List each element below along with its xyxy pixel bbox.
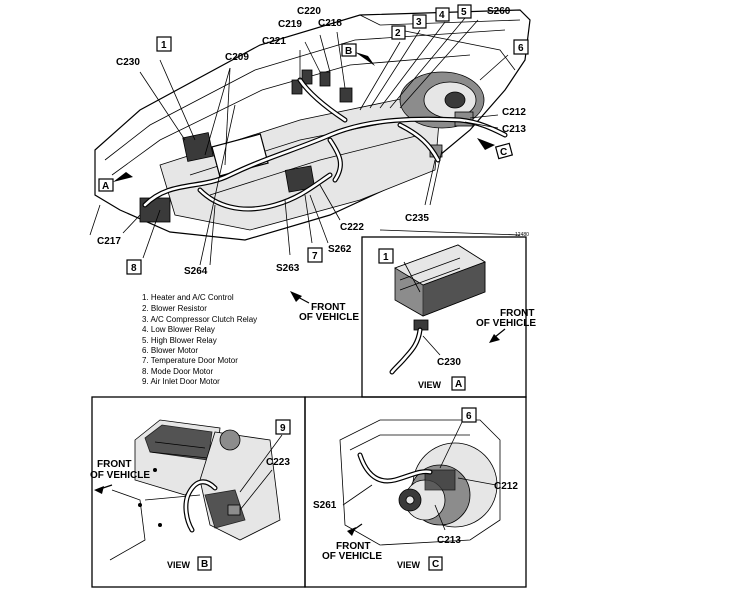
callout-num-3: 3	[416, 17, 422, 28]
legend: 1. Heater and A/C Control 2. Blower Resi…	[142, 293, 257, 386]
view-c-letter-box	[428, 556, 443, 571]
arrow-view-a	[113, 172, 133, 182]
callout-box-4	[435, 7, 450, 22]
label-c235: C235	[405, 213, 429, 224]
callout-box-8	[126, 259, 142, 275]
mode-door-motor	[139, 197, 171, 223]
callout-box-3	[412, 14, 427, 29]
view-c-connector-2: C213	[437, 535, 461, 546]
label-s263: S263	[276, 263, 300, 274]
callout-num-4: 4	[439, 10, 445, 21]
legend-item-6: 6. Blower Motor	[142, 346, 198, 355]
label-c218: C218	[318, 18, 342, 29]
callout-num-5: 5	[461, 7, 467, 18]
callout-box-6	[513, 39, 529, 55]
view-a-num: 1	[383, 252, 389, 263]
view-a-front-arrow	[489, 334, 500, 343]
arrow-b-label: B	[345, 46, 352, 57]
callout-num-8: 8	[131, 263, 137, 274]
view-a-letter: A	[455, 379, 462, 390]
arrow-a-box	[98, 178, 114, 192]
figure-number: 12480	[515, 232, 529, 238]
label-c219: C219	[278, 19, 302, 30]
main-illustration	[89, 9, 531, 266]
label-c213: C213	[502, 124, 526, 135]
front-line-2: OF VEHICLE	[299, 312, 359, 323]
callout-box-1	[156, 36, 172, 52]
arrow-view-c	[477, 138, 495, 150]
panel-view-c	[304, 396, 527, 588]
callout-num-2: 2	[395, 28, 401, 39]
view-b-num-box	[275, 419, 291, 435]
callout-box-2	[391, 25, 406, 40]
view-c-front-1: FRONT	[336, 541, 370, 552]
label-c221: C221	[262, 36, 286, 47]
legend-item-1: 1. Heater and A/C Control	[142, 293, 234, 302]
view-b-illustration	[109, 419, 283, 561]
callout-num-7: 7	[312, 251, 318, 262]
dash-outline	[94, 9, 531, 241]
heater-case	[159, 94, 441, 231]
arrow-a-label: A	[102, 181, 109, 192]
callout-num-1: 1	[161, 40, 167, 51]
view-b-connector: C223	[266, 457, 290, 468]
view-a-front-2: OF VEHICLE	[476, 318, 536, 329]
label-s260: S260	[487, 6, 511, 17]
view-c-num-box	[461, 407, 477, 423]
view-c-letter: C	[432, 559, 439, 570]
arrow-b-box	[341, 43, 357, 57]
view-c-splice: S261	[313, 500, 337, 511]
legend-item-4: 4. Low Blower Relay	[142, 325, 215, 334]
callout-box-5	[457, 4, 472, 19]
view-a-front-1: FRONT	[500, 308, 534, 319]
label-c220: C220	[297, 6, 321, 17]
view-b-front-1: FRONT	[97, 459, 131, 470]
label-c217: C217	[97, 236, 121, 247]
arrow-c-box	[494, 142, 514, 160]
view-b-title: VIEW	[167, 560, 191, 570]
label-c222: C222	[340, 222, 364, 233]
front-line-1: FRONT	[311, 302, 345, 313]
view-a-title: VIEW	[418, 380, 442, 390]
legend-item-5: 5. High Blower Relay	[142, 336, 217, 345]
legend-item-9: 9. Air Inlet Door Motor	[142, 377, 220, 386]
view-b-front-2: OF VEHICLE	[90, 470, 150, 481]
view-c-front-2: OF VEHICLE	[322, 551, 382, 562]
view-c-connector-1: C212	[494, 481, 518, 492]
callout-num-6: 6	[518, 43, 524, 54]
view-a-num-box	[378, 248, 394, 264]
arrow-view-b	[355, 52, 375, 66]
callout-box-7	[307, 247, 323, 263]
arrow-c-label: C	[500, 147, 507, 158]
label-c212: C212	[502, 107, 526, 118]
label-c209: C209	[225, 52, 249, 63]
view-b-front-arrow	[94, 486, 104, 494]
view-c-illustration	[339, 419, 501, 546]
view-c-num: 6	[466, 411, 472, 422]
view-b-num: 9	[280, 423, 286, 434]
view-b-letter-box	[197, 556, 212, 571]
temperature-door-motor	[284, 165, 316, 193]
heater-control-module	[182, 132, 214, 162]
view-c-title: VIEW	[397, 560, 421, 570]
view-a-illustration	[389, 244, 486, 375]
view-a-connector: C230	[437, 357, 461, 368]
legend-item-2: 2. Blower Resistor	[142, 304, 207, 313]
label-c230: C230	[116, 57, 140, 68]
legend-item-3: 3. A/C Compressor Clutch Relay	[142, 315, 257, 324]
view-a-letter-box	[451, 376, 466, 391]
legend-item-8: 8. Mode Door Motor	[142, 367, 213, 376]
label-s262: S262	[328, 244, 352, 255]
legend-item-7: 7. Temperature Door Motor	[142, 356, 238, 365]
view-b-letter: B	[201, 559, 208, 570]
label-s264: S264	[184, 266, 208, 277]
